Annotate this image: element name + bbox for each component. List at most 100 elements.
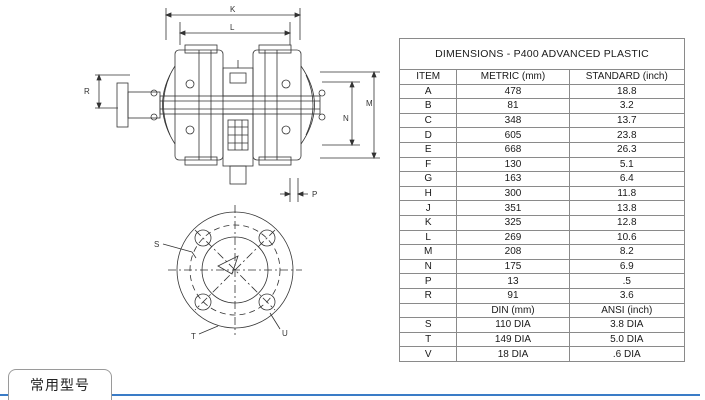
cell-item: P: [398, 273, 458, 289]
leader-t: [198, 325, 219, 335]
cell-item: A: [398, 83, 458, 100]
cell-item: [398, 302, 458, 319]
cell-metric: 149 DIA: [456, 331, 570, 348]
cell-metric: 208: [456, 244, 570, 260]
header-metric: METRIC (mm): [456, 69, 570, 85]
label-m: M: [366, 99, 373, 108]
cell-standard: ANSI (inch): [568, 302, 686, 319]
pump-body: [116, 44, 326, 185]
cell-standard: 26.3: [568, 141, 686, 158]
cell-item: F: [398, 156, 458, 173]
cell-item: T: [398, 331, 458, 348]
cell-standard: 3.2: [568, 98, 686, 114]
cell-item: G: [398, 171, 458, 187]
cell-standard: 3.8 DIA: [568, 317, 686, 333]
cell-metric: 81: [456, 98, 570, 114]
cell-item: H: [398, 185, 458, 202]
cell-standard: 6.9: [568, 258, 686, 275]
dimension-r: [95, 73, 130, 110]
label-l: L: [230, 23, 235, 32]
table-title: DIMENSIONS - P400 ADVANCED PLASTIC: [399, 38, 685, 70]
dimension-l: [178, 22, 292, 45]
cell-metric: 110 DIA: [456, 317, 570, 333]
dimension-p: [280, 178, 308, 202]
cell-metric: 13: [456, 273, 570, 289]
cell-metric: 300: [456, 185, 570, 202]
cell-standard: 5.0 DIA: [568, 331, 686, 348]
cell-standard: 10.6: [568, 229, 686, 246]
table-title-row: DIMENSIONS - P400 ADVANCED PLASTIC: [399, 38, 685, 70]
cell-standard: 8.2: [568, 244, 686, 260]
cell-metric: 130: [456, 156, 570, 173]
cell-standard: 13.7: [568, 112, 686, 129]
cell-metric: 351: [456, 200, 570, 216]
table-subheader-row: DIN (mm)ANSI (inch): [398, 302, 686, 319]
cell-metric: 478: [456, 83, 570, 100]
cell-item: C: [398, 112, 458, 129]
leader-u: [269, 312, 281, 330]
cell-standard: 3.6: [568, 287, 686, 304]
cell-standard: 13.8: [568, 200, 686, 216]
cell-item: B: [398, 98, 458, 114]
table-header-row: ITEM METRIC (mm) STANDARD (inch): [398, 69, 686, 85]
cell-item: J: [398, 200, 458, 216]
cell-metric: 175: [456, 258, 570, 275]
label-u: U: [282, 329, 288, 338]
footer-rule: [112, 394, 700, 396]
dimension-m: [320, 70, 380, 160]
cell-metric: DIN (mm): [456, 302, 570, 319]
label-s: S: [154, 240, 159, 249]
pump-dimension-drawing: K L: [84, 5, 380, 341]
cell-item: S: [398, 317, 458, 333]
cell-metric: 348: [456, 112, 570, 129]
cell-item: D: [398, 127, 458, 143]
section-tab[interactable]: 常用型号: [8, 369, 112, 400]
cell-item: L: [398, 229, 458, 246]
leader-s: [162, 243, 197, 259]
cell-metric: 163: [456, 171, 570, 187]
cell-standard: 23.8: [568, 127, 686, 143]
cell-standard: 6.4: [568, 171, 686, 187]
cell-metric: 18 DIA: [456, 346, 570, 362]
label-k: K: [230, 5, 236, 14]
cell-item: M: [398, 244, 458, 260]
cell-metric: 668: [456, 141, 570, 158]
dimension-n: [322, 80, 360, 147]
section-tab-label: 常用型号: [30, 377, 90, 393]
label-n: N: [343, 114, 349, 123]
dimension-k: [164, 8, 302, 40]
label-p: P: [312, 190, 317, 199]
cell-metric: 605: [456, 127, 570, 143]
cell-standard: 12.8: [568, 214, 686, 231]
cell-item: N: [398, 258, 458, 275]
cell-standard: .5: [568, 273, 686, 289]
cell-standard: .6 DIA: [568, 346, 686, 362]
footer-rule-left: [0, 394, 8, 396]
label-r: R: [84, 87, 90, 96]
cell-item: E: [398, 141, 458, 158]
cell-item: V: [398, 346, 458, 362]
cell-metric: 325: [456, 214, 570, 231]
dimensions-table: DIMENSIONS - P400 ADVANCED PLASTIC ITEM …: [398, 38, 686, 362]
cell-item: R: [398, 287, 458, 304]
cell-standard: 5.1: [568, 156, 686, 173]
cell-item: K: [398, 214, 458, 231]
